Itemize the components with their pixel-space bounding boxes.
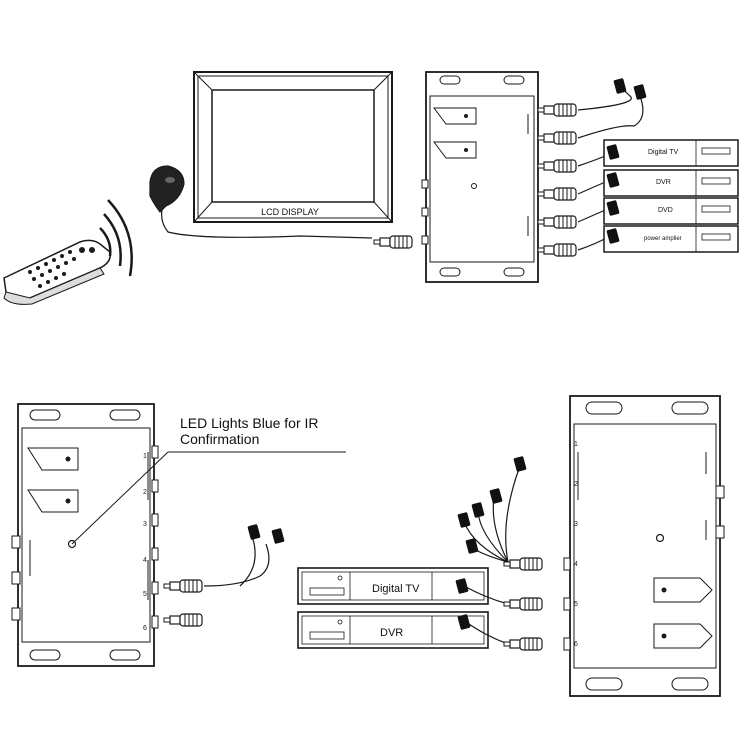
bottom-device-stack: Digital TV DVR — [297, 567, 489, 649]
lcd-display: LCD DISPLAY — [193, 71, 393, 223]
port-number-3: 3 — [143, 521, 147, 528]
callout-text-line2: Confirmation — [180, 431, 259, 447]
ir-emitter-icon — [613, 77, 627, 95]
led-callout: LED Lights Blue for IR Confirmation — [71, 415, 346, 545]
right-hub-plug — [503, 557, 543, 571]
right-hub-plug — [503, 597, 543, 611]
port-number-5: 5 — [574, 601, 578, 608]
ir-emitter-icon — [457, 511, 471, 529]
top-device-stack: Digital TV DVR DVD power amplier — [603, 139, 739, 253]
ir-emitter-icon — [271, 527, 285, 545]
ir-emitter-icon — [471, 501, 485, 519]
device-dvr: DVR — [297, 611, 489, 649]
left-ir-cable — [203, 535, 270, 587]
port-number-2: 2 — [143, 489, 147, 496]
device-label: Digital TV — [648, 149, 679, 156]
right-hub-plug — [503, 637, 543, 651]
device-dvd: DVD — [603, 197, 739, 225]
callout-text-line1: LED Lights Blue for IR — [180, 415, 319, 431]
port-number-1: 1 — [574, 441, 578, 448]
port-number-3: 3 — [574, 521, 578, 528]
lcd-display-label: LCD DISPLAY — [261, 207, 319, 217]
ir-emitter-icon — [513, 455, 527, 473]
device-label: power amplier — [644, 236, 682, 242]
left-hub-plug — [163, 579, 203, 593]
bottom-scene: 1 2 3 4 5 6 LED Lights Blue for IR Confi… — [11, 395, 725, 697]
port-number-6: 6 — [143, 625, 147, 632]
left-hub-plug — [163, 613, 203, 627]
led-light-icon — [67, 539, 77, 549]
ir-emitter-icon — [489, 487, 503, 505]
port-number-5: 5 — [143, 591, 147, 598]
ir-repeater-hub-right: 1 2 3 4 5 6 — [563, 395, 725, 697]
ir-repeater-hub-left: 1 2 3 4 5 6 — [11, 403, 159, 667]
device-dvr: DVR — [603, 169, 739, 197]
port-number-1: 1 — [143, 453, 147, 460]
ir-signal-waves-icon — [99, 199, 133, 277]
device-label: Digital TV — [372, 583, 420, 595]
ir-emitter-icon — [247, 523, 261, 541]
port-number-2: 2 — [574, 481, 578, 488]
device-digital-tv: Digital TV — [297, 567, 489, 605]
top-scene: LCD DISPLAY 1 2 3 4 5 6 — [3, 71, 739, 305]
port-number-6: 6 — [574, 641, 578, 648]
ir-receiver-icon — [149, 165, 373, 239]
port-number-4: 4 — [574, 561, 578, 568]
remote-control-icon — [3, 239, 112, 305]
device-power-amplifier: power amplier — [603, 225, 739, 253]
device-label: DVR — [380, 627, 403, 639]
top-output-plugs — [537, 103, 577, 257]
device-label: DVR — [656, 179, 671, 186]
ir-emitter-icon — [633, 83, 647, 101]
device-label: DVD — [658, 207, 673, 214]
ir-repeater-hub-top: 1 2 3 4 5 6 — [421, 71, 549, 283]
receiver-plug — [373, 235, 413, 249]
device-digital-tv: Digital TV — [603, 139, 739, 167]
port-number-4: 4 — [143, 557, 147, 564]
